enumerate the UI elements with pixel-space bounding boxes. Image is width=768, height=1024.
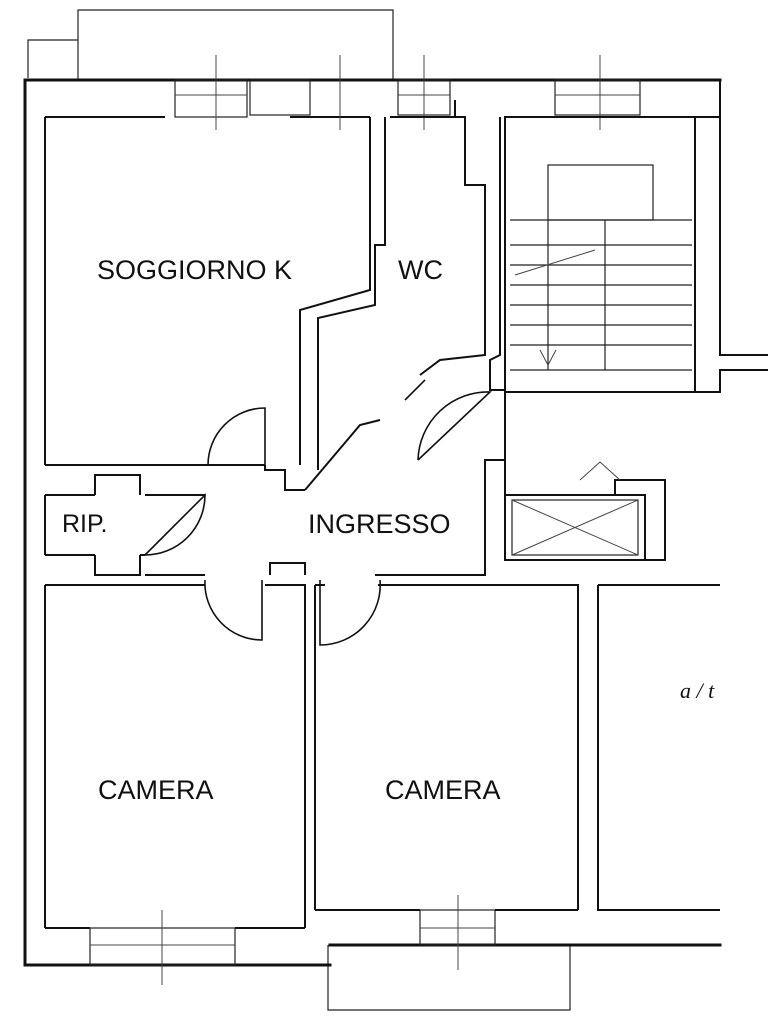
door-wc (404, 379, 426, 401)
balcony-bottom (327, 945, 571, 1011)
label-ingresso: INGRESSO (308, 509, 451, 539)
label-rip: RIP. (62, 510, 107, 538)
door-camera-left (204, 579, 263, 641)
soggiorno-walls (45, 117, 386, 496)
door-camera-right (319, 579, 381, 646)
door-rip (144, 493, 206, 556)
door-soggiorno (207, 407, 266, 466)
label-camera-left: CAMERA (98, 775, 214, 805)
door-entrance (417, 391, 492, 461)
balcony-top (27, 9, 394, 80)
windows-top (174, 55, 641, 130)
stairwell (504, 80, 768, 393)
rip-walls (45, 474, 145, 576)
camera-walls (45, 584, 720, 928)
lift-shaft (504, 460, 666, 561)
side-note: a / t (680, 678, 715, 703)
wc-walls (390, 100, 505, 391)
ingresso-walls (145, 390, 506, 576)
windows-bottom (89, 895, 496, 985)
doors (144, 379, 492, 646)
label-wc: WC (398, 255, 443, 285)
label-camera-right: CAMERA (385, 775, 501, 805)
label-soggiorno: SOGGIORNO K (97, 255, 292, 285)
